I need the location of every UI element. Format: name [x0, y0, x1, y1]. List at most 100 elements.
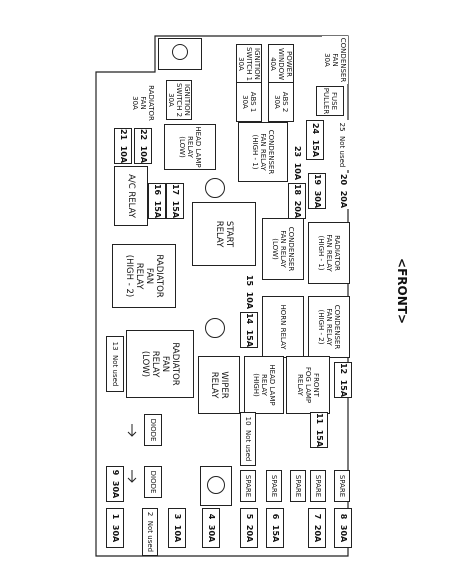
fuse-21-label: 21 10A — [119, 128, 128, 164]
condenser-fan-relay-high1: CONDENSER FAN RELAY (HIGH - 1) — [238, 122, 288, 182]
ignition-switch-2-label: IGNITION SWITCH 2 30A — [167, 82, 191, 118]
fuse-17: 17 15A — [166, 183, 184, 219]
condenser-fan-relay-high1-label: CONDENSER FAN RELAY (HIGH - 1) — [251, 129, 275, 175]
front-fog-lamp-relay-label: FRONT FOG LAMP RELAY — [296, 366, 320, 404]
radiator-fan-relay-low-label: RADIATOR FAN RELAY (LOW) — [140, 342, 180, 386]
diode-1: DIODE — [144, 414, 162, 446]
condenser-fan-relay-high2-label: CONDENSER FAN RELAY (HIGH - 2) — [317, 304, 341, 350]
fuse-23: 23 10A — [288, 143, 306, 183]
fuse-1-label: 1 30A — [111, 513, 120, 543]
fuse-4: 4 30A — [202, 508, 220, 548]
mount-hole-middle — [205, 318, 225, 338]
spare-2: SPARE — [266, 470, 282, 502]
fuse-6-label: 6 15A — [271, 513, 280, 543]
fuse-20-label: 20 20A — [339, 173, 348, 209]
diode-2: DIODE — [144, 466, 162, 498]
spare-3: SPARE — [290, 470, 306, 502]
fuse-5: 5 20A — [240, 508, 258, 548]
head-lamp-relay-high: HEAD LAMP RELAY (HIGH) — [244, 356, 284, 414]
fuse-puller-label: FUSE PULLER — [322, 87, 338, 115]
wiper-relay: WIPER RELAY — [198, 356, 240, 414]
radiator-fan-relay-high1: RADIATOR FAN RELAY (HIGH - 1) — [308, 222, 350, 284]
fuse-23-label: 23 10A — [293, 145, 302, 181]
power-window-label: POWER WINDOW 40A — [269, 47, 293, 81]
condenser-fan-fuse-label: CONDENSER FAN 30A — [323, 37, 347, 83]
fuse-14-label: 14 15A — [245, 312, 254, 348]
radiator-fan-relay-high2: RADIATOR FAN RELAY (HIGH - 2) — [112, 244, 176, 308]
horn-relay-label: HORN RELAY — [279, 304, 287, 350]
front-label: <FRONT> — [395, 258, 409, 324]
fuse-21: 21 10A — [114, 128, 132, 164]
condenser-fan-relay-high2: CONDENSER FAN RELAY (HIGH - 2) — [308, 296, 350, 358]
ignition-switch-1-fuse: IGNITION SWITCH 1 30A — [236, 44, 262, 84]
fuse-16: 16 15A — [148, 183, 166, 219]
fuse-8-label: 8 30A — [339, 513, 348, 543]
spare-1: SPARE — [240, 470, 256, 502]
head-lamp-relay-low: HEAD LAMP RELAY (LOW) — [164, 124, 216, 170]
fuse-2-label: 2 Not used — [146, 511, 154, 553]
head-lamp-relay-high-label: HEAD LAMP RELAY (HIGH) — [252, 364, 276, 406]
fuse-6: 6 15A — [266, 508, 284, 548]
radiator-fan-fuse: RADIATOR FAN 30A — [131, 84, 155, 122]
front-fog-lamp-relay: FRONT FOG LAMP RELAY — [286, 356, 330, 414]
fuse-13-label: 13 Not used — [111, 341, 119, 387]
fuse-3-label: 3 10A — [173, 513, 182, 543]
abs-2-label: ABS 2 30A — [273, 91, 289, 113]
fuse-24: 24 15A — [306, 120, 324, 160]
fuse-25-label: 25 Not used — [338, 122, 346, 168]
radiator-fan-fuse-label: RADIATOR FAN 30A — [131, 85, 155, 121]
fuse-22: 22 10A — [134, 128, 152, 164]
fuse-14: 14 15A — [240, 312, 258, 348]
condenser-fan-relay-low: CONDENSER FAN RELAY (LOW) — [262, 218, 304, 280]
spare-5: SPARE — [334, 470, 350, 502]
abs-1-fuse: ABS 1 30A — [236, 82, 262, 122]
fuse-12-label: 12 15A — [339, 362, 348, 398]
fuse-15: 15 10A — [240, 274, 258, 310]
radiator-fan-relay-high2-label: RADIATOR FAN RELAY (HIGH - 2) — [124, 254, 164, 298]
fuse-18: 18 20A — [288, 183, 306, 219]
mount-hole-upper — [205, 178, 225, 198]
condenser-fan-relay-low-label: CONDENSER FAN RELAY (LOW) — [271, 226, 295, 272]
spare-2-label: SPARE — [270, 474, 278, 498]
fuse-22-label: 22 10A — [139, 128, 148, 164]
fuse-7-label: 7 20A — [313, 513, 322, 543]
front-text: FRONT — [395, 268, 409, 314]
radiator-fan-relay-high1-label: RADIATOR FAN RELAY (HIGH - 1) — [317, 234, 341, 272]
abs-1-label: ABS 1 30A — [241, 91, 257, 113]
fuse-11-label: 11 15A — [315, 412, 324, 448]
start-relay: START RELAY — [192, 202, 256, 266]
ignition-switch-1-label: IGNITION SWITCH 1 30A — [237, 46, 261, 82]
ac-relay: A/C RELAY — [114, 166, 148, 226]
fuse-12: 12 15A — [334, 362, 352, 398]
fuse-3: 3 10A — [168, 508, 186, 548]
mount-hole-lower — [207, 476, 225, 494]
radiator-fan-relay-low: RADIATOR FAN RELAY (LOW) — [126, 330, 194, 398]
fuse-2: 2 Not used — [142, 508, 158, 556]
diode-1-label: DIODE — [149, 418, 157, 442]
mount-block-lower — [200, 466, 232, 506]
fuse-9-label: 9 30A — [111, 469, 120, 499]
wiper-relay-label: WIPER RELAY — [209, 371, 229, 399]
head-lamp-relay-low-label: HEAD LAMP RELAY (LOW) — [178, 126, 202, 168]
spare-4-label: SPARE — [314, 474, 322, 498]
diode-2-label: DIODE — [149, 470, 157, 494]
spare-3-label: SPARE — [294, 474, 302, 498]
spare-1-label: SPARE — [244, 474, 252, 498]
fuse-10-label: 10 Not used — [244, 416, 252, 462]
condenser-fan-fuse: CONDENSER FAN 30A — [322, 36, 348, 84]
fuse-19-label: 19 30A — [313, 173, 322, 209]
ignition-switch-2-fuse: IGNITION SWITCH 2 30A — [166, 80, 192, 120]
fuse-15-label: 15 10A — [245, 274, 254, 310]
fuse-10: 10 Not used — [240, 412, 256, 466]
start-relay-label: START RELAY — [214, 220, 234, 248]
fuse-9: 9 30A — [106, 466, 124, 502]
fuse-16-label: 16 15A — [153, 183, 162, 219]
fuse-19: 19 30A — [308, 173, 326, 209]
fuse-24-label: 24 15A — [311, 122, 320, 158]
fuse-11: 11 15A — [310, 412, 328, 448]
horn-relay: HORN RELAY — [262, 296, 304, 358]
fuse-18-label: 18 20A — [293, 183, 302, 219]
fuse-17-label: 17 15A — [171, 183, 180, 219]
